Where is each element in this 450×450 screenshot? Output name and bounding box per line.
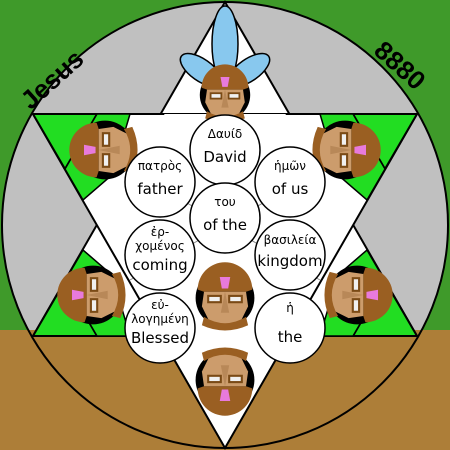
face-icon-lower-right <box>324 265 393 325</box>
greek-word-line2: λογημένη <box>131 312 189 326</box>
greek-word: βασιλεία <box>264 233 317 247</box>
english-word: David <box>203 148 246 166</box>
greek-word-line1: ἐρ- <box>151 225 169 239</box>
greek-word: ἡ <box>286 301 294 315</box>
word-circle-top: Δαυίδ David <box>189 114 261 186</box>
greek-word: ἡμῶν <box>274 159 306 173</box>
english-word: coming <box>132 256 187 274</box>
word-circle-lower-right: βασιλεία kingdom <box>254 219 326 291</box>
face-icon-bottom <box>195 347 255 416</box>
english-word: kingdom <box>257 252 322 270</box>
greek-word: πατρὸς <box>138 159 182 173</box>
greek-word: του <box>214 195 236 209</box>
english-word: the <box>278 328 303 346</box>
word-circle-lower-left: ἐρ- χομένος coming <box>124 219 196 291</box>
english-word: father <box>137 180 183 198</box>
face-icon-center <box>195 262 255 331</box>
greek-word-line1: εὐ- <box>151 298 169 312</box>
greek-word-line2: χομένος <box>135 239 184 253</box>
face-icon-lower-left <box>57 265 126 325</box>
english-word: Blessed <box>131 329 189 347</box>
word-circle-upper-right: ἡμῶν of us <box>254 146 326 218</box>
word-circle-bottom-left: εὐ- λογημένη Blessed <box>124 292 196 364</box>
greek-word: Δαυίδ <box>208 127 242 141</box>
english-word: of us <box>272 180 309 198</box>
word-circle-upper-left: πατρὸς father <box>124 146 196 218</box>
word-circle-center: του of the <box>189 182 261 254</box>
word-circle-bottom-right: ἡ the <box>254 292 326 364</box>
english-word: of the <box>203 216 247 234</box>
face-icon-top <box>199 64 251 123</box>
